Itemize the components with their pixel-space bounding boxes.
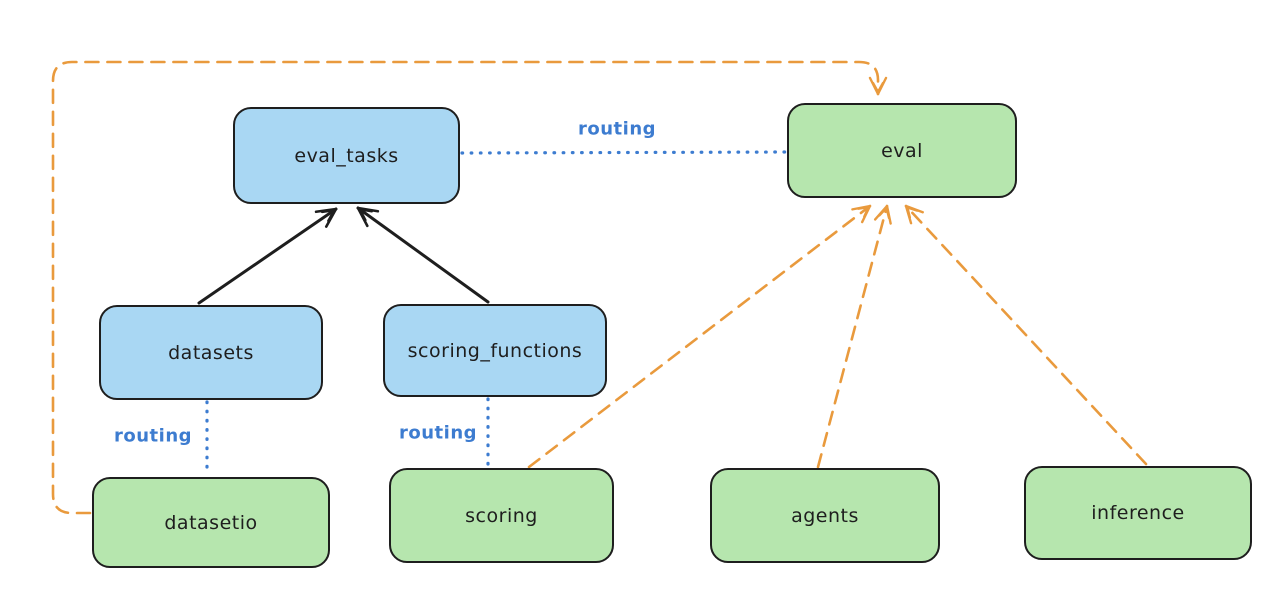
edge-label-routing-evaltasks-eval: routing [577,118,657,140]
edge-label-routing-datasets-datasetio: routing [113,425,193,447]
edge-scoring-functions-to-eval-tasks [356,206,490,304]
node-inference-label: inference [1091,502,1185,524]
node-datasetio-label: datasetio [164,511,258,534]
node-datasetio[interactable]: datasetio [92,477,330,568]
node-scoring-functions-label: scoring_functions [407,339,583,362]
edge-routing-eval-tasks-to-eval [460,150,788,155]
node-inference[interactable]: inference [1024,466,1252,560]
node-scoring-label: scoring [465,504,538,527]
node-datasets-label: datasets [168,341,254,364]
node-datasets[interactable]: datasets [99,305,323,400]
node-scoring-functions[interactable]: scoring_functions [383,304,607,397]
node-scoring[interactable]: scoring [389,468,614,563]
node-eval[interactable]: eval [787,103,1017,198]
node-eval-label: eval [881,139,923,162]
node-agents[interactable]: agents [710,468,940,563]
edge-inference-to-eval [904,204,1148,466]
node-agents-label: agents [791,504,859,527]
edge-agents-to-eval [816,204,892,469]
node-eval-tasks[interactable]: eval_tasks [233,107,460,204]
edge-datasets-to-eval-tasks [197,207,338,305]
node-eval-tasks-label: eval_tasks [294,144,399,167]
edge-label-routing-scoringfunctions-scoring: routing [398,422,478,444]
